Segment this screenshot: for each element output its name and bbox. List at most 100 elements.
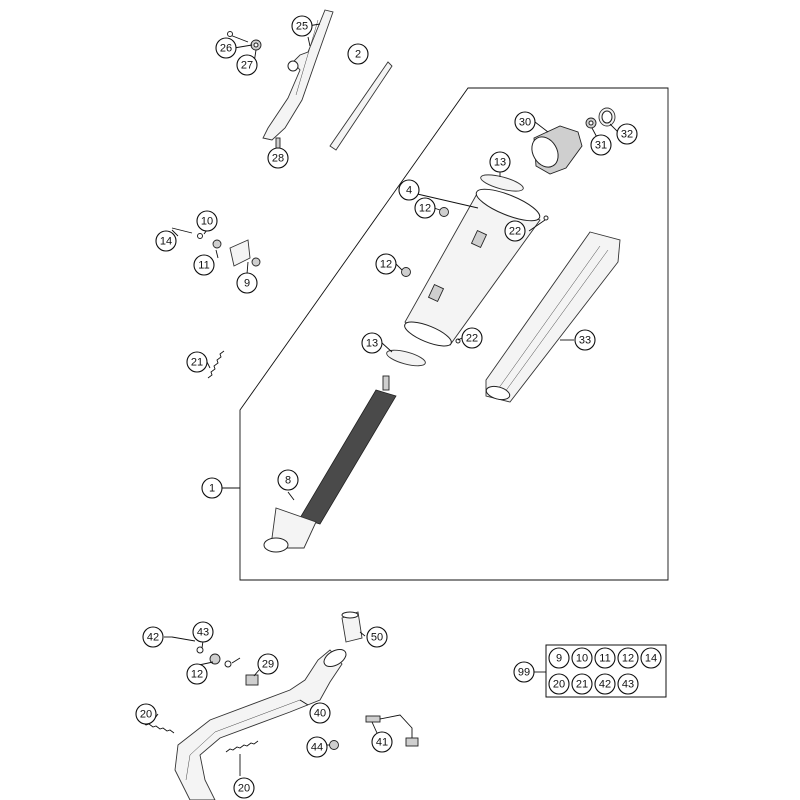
callout-label: 11 (198, 260, 209, 272)
cap-32-face (601, 110, 613, 124)
callout-circle (513, 661, 535, 683)
callout-circle (361, 332, 383, 354)
callout-circle (201, 477, 223, 499)
kit-99-item-21: 21 (571, 673, 593, 695)
callout-14: 14 (155, 230, 177, 252)
callout-22: 22 (504, 220, 526, 242)
spring-20-left (141, 721, 175, 734)
callout-circle (590, 134, 612, 156)
callout-circle (186, 663, 208, 685)
callout-label: 33 (579, 335, 591, 347)
silencer-cover-line-1 (495, 245, 601, 393)
callout-circle (267, 147, 289, 169)
screw-28 (275, 137, 281, 149)
callout-circle (616, 123, 638, 145)
sensor-41 (365, 715, 381, 723)
bracket-hole (287, 60, 299, 72)
kit-callout-circle (617, 673, 639, 695)
callout-label: 10 (201, 216, 213, 228)
muffler-body-top-end (475, 188, 541, 222)
kit-99-item-9: 9 (548, 647, 570, 669)
callout-label: 22 (509, 226, 521, 238)
callout-label: 41 (376, 737, 388, 749)
muffler-mount-lower (427, 283, 445, 303)
callout-circle (489, 151, 511, 173)
callout-12: 12 (186, 663, 208, 685)
silencer-cover-33 (485, 231, 621, 403)
kit-callout-circle (640, 647, 662, 669)
callout-circle (504, 220, 526, 242)
sensor-41-wire (379, 714, 413, 740)
muffler-mount-upper (470, 229, 488, 249)
callout-circle (291, 15, 313, 37)
kit-callout-label: 14 (645, 653, 657, 665)
callout-11: 11 (193, 254, 215, 276)
silencer-cover-end (485, 385, 511, 401)
perforated-tube-8 (263, 375, 397, 553)
callout-13: 13 (489, 151, 511, 173)
callout-circle (192, 621, 214, 643)
callout-label: 31 (595, 140, 607, 152)
callout-circle (186, 351, 208, 373)
callout-circle (236, 54, 258, 76)
kit-callout-circle (571, 647, 593, 669)
bolt-42 (171, 636, 196, 642)
callout-circle (514, 111, 536, 133)
callout-10: 10 (196, 210, 218, 232)
hardware-group-left (171, 227, 261, 267)
bracket-9 (229, 239, 251, 267)
callout-label: 21 (191, 357, 203, 369)
callout-28: 28 (267, 147, 289, 169)
callout-label: 50 (371, 632, 383, 644)
callout-circle (574, 329, 596, 351)
callout-label: 12 (419, 203, 431, 215)
callout-20: 20 (135, 703, 157, 725)
callout-label: 29 (262, 659, 274, 671)
callout-label: 43 (197, 627, 209, 639)
callout-label: 27 (241, 60, 253, 72)
bracket-assembly (227, 9, 334, 149)
kit-99-item-14: 14 (640, 647, 662, 669)
callout-41: 41 (371, 731, 393, 753)
tube-cone-end (263, 537, 289, 553)
kit-callout-label: 11 (599, 653, 610, 665)
end-cap-30-face (531, 136, 559, 168)
kit-99-item-12: 12 (617, 647, 639, 669)
callout-circle (215, 37, 237, 59)
callout-circle (196, 210, 218, 232)
callout-label: 8 (285, 475, 291, 487)
callout-label: 2 (355, 49, 361, 61)
screw-22-upper (543, 215, 549, 221)
callout-40: 40 (309, 702, 331, 724)
end-cap-assembly (531, 107, 616, 175)
callout-33: 33 (574, 329, 596, 351)
callout-label: 14 (160, 236, 172, 248)
kit-callout-circle (548, 647, 570, 669)
callout-label: 44 (311, 742, 323, 754)
callout-circle (398, 179, 420, 201)
callout-label: 12 (191, 669, 203, 681)
washer-10 (197, 233, 203, 239)
callout-circle (142, 626, 164, 648)
sleeve-50-top (341, 611, 359, 619)
callout-label: 13 (494, 157, 506, 169)
callout-circle (375, 253, 397, 275)
spring-21 (207, 350, 225, 379)
callout-label: 12 (380, 259, 392, 271)
callout-25: 25 (291, 15, 313, 37)
tube-cone (271, 507, 317, 549)
kit-callout-circle (594, 647, 616, 669)
bolt-14 (171, 227, 193, 234)
gasket-13-upper (480, 174, 524, 192)
washer-43-upper (196, 646, 204, 654)
tube-end-stud (382, 375, 390, 391)
callout-30: 30 (514, 111, 536, 133)
assembly-1-boundary (239, 87, 669, 581)
callout-circle (233, 777, 255, 799)
callout-32: 32 (616, 123, 638, 145)
callout-43: 43 (192, 621, 214, 643)
callout-4: 4 (398, 179, 420, 201)
kit-callout-circle (617, 647, 639, 669)
callout-12: 12 (375, 253, 397, 275)
callout-circle (257, 653, 279, 675)
